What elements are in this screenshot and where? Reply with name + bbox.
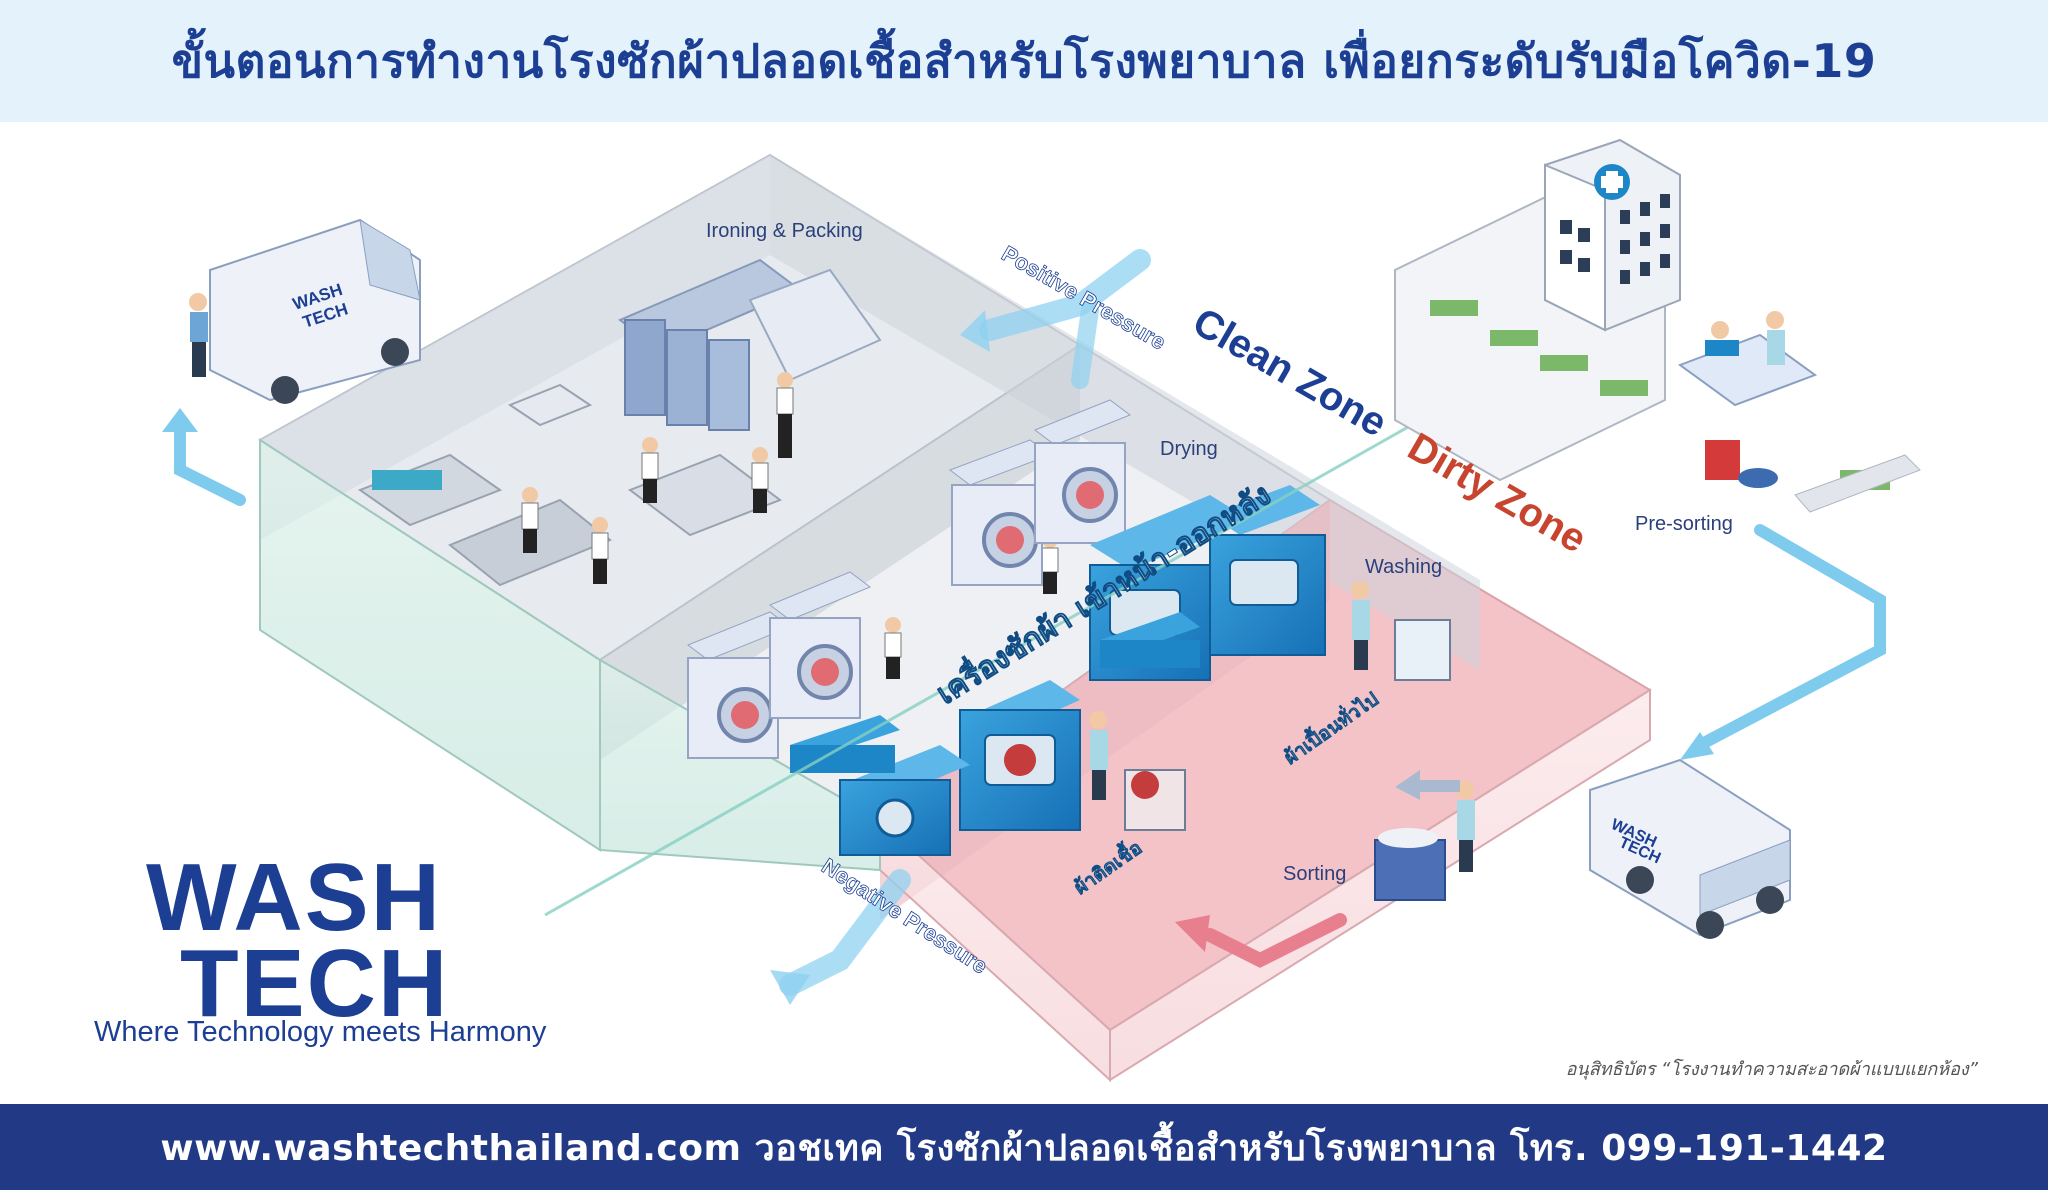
arrow-hospital-to-van-icon xyxy=(1694,524,1886,751)
footer-contact-text: www.washtechthailand.com วอชเทค โรงซักผ้… xyxy=(160,1127,1888,1169)
footer-bar: www.washtechthailand.com วอชเทค โรงซักผ้… xyxy=(0,1104,2048,1190)
arrow-to-van-icon xyxy=(174,424,246,506)
label-sorting: Sorting xyxy=(1283,863,1346,885)
delivery-van-outbound: WASH TECH xyxy=(189,218,421,404)
logo-line-wash: WASH xyxy=(146,844,442,951)
flow-arrows xyxy=(162,249,1886,1005)
label-ironing-packing: Ironing & Packing xyxy=(706,220,863,242)
positive-pressure-arrow-icon xyxy=(979,249,1151,341)
zone-divider-line xyxy=(544,373,1501,917)
patent-note: อนุสิทธิบัตร “โรงงานทำความสะอาดผ้าแบบแยก… xyxy=(1565,1059,1978,1080)
partition-wall-1 xyxy=(600,345,1080,760)
arrow-sorting-icon xyxy=(1203,913,1347,968)
dirty-side-items xyxy=(1089,581,1475,901)
washtech-logo: WASH TECH Where Technology meets Harmony xyxy=(90,850,610,1050)
label-pre-sorting: Pre-sorting xyxy=(1635,513,1733,535)
front-glass-middle xyxy=(599,658,881,872)
back-wall-left xyxy=(260,155,770,540)
arrowhead-positive-icon xyxy=(960,310,990,352)
arrowhead-inward-icon xyxy=(1395,770,1420,800)
ironing-machines xyxy=(618,258,882,431)
logo-tagline: Where Technology meets Harmony xyxy=(94,1016,547,1048)
logo-line-tech: TECH xyxy=(180,930,450,1037)
positive-pressure-arrow-down-icon xyxy=(1071,301,1099,389)
dryer-machines xyxy=(686,399,1132,759)
delivery-van-inbound: WASH TECH xyxy=(1589,758,1791,939)
page-title: ขั้นตอนการทำงานโรงซักผ้าปลอดเชื้อสำหรับโ… xyxy=(171,33,1877,88)
arrowhead-left-icon xyxy=(1175,915,1210,952)
title-bar: ขั้นตอนการทำงานโรงซักผ้าปลอดเชื้อสำหรับโ… xyxy=(0,0,2048,122)
arrowhead-negative-icon xyxy=(770,970,810,1005)
hospital-building xyxy=(1394,138,1921,513)
patient-bed xyxy=(1677,311,1818,488)
label-washing: Washing xyxy=(1365,556,1442,578)
label-drying: Drying xyxy=(1160,438,1218,460)
laundry-workflow-diagram: WASH TECH WASH TECH xyxy=(162,138,1921,1083)
inward-arrow-bar xyxy=(1420,780,1460,792)
arrowhead-up-icon xyxy=(162,408,198,432)
arrowhead-down-icon xyxy=(1680,732,1714,760)
barrier-washers xyxy=(790,485,1326,856)
